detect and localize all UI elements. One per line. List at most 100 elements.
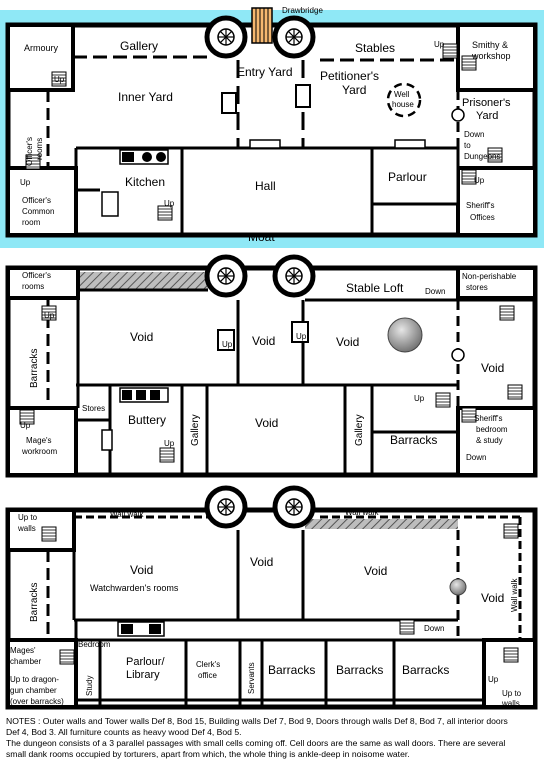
inner-yard-label: Inner Yard [118,90,173,104]
parlour-library-label-2: Library [126,669,160,681]
mages-chamber-label-2: chamber [10,657,41,666]
common-room [6,166,78,237]
sheriffs-offices-label-1: Sheriff's [466,201,495,210]
hall-door [249,139,281,149]
buttery-label: Buttery [128,413,166,427]
servants-label: Servants [247,662,256,694]
common-room-label-2: Common [22,207,54,216]
non-perishable-stores-room [456,266,537,300]
notes-line: The dungeon consists of a 3 parallel pas… [6,738,506,748]
smithy-label-2: workshop [471,51,511,61]
stores-label: Stores [82,404,105,413]
petitioners-yard-label-1: Petitioner's [320,69,379,83]
sheriffs-bedroom-label-1: Sheriff's [474,414,503,423]
non-perishable-label-1: Non-perishable [462,272,517,281]
wall-walk-label: Wall walk [110,510,144,519]
officers-rooms-label-2: rooms [35,138,44,160]
void-label: Void [364,564,387,578]
officers-rooms-label-2: rooms [22,282,44,291]
barracks-label: Barracks [29,583,40,622]
common-room-label-1: Officer's [22,196,51,205]
parlour-room [370,146,460,206]
void-label: Void [252,334,275,348]
wall-walk-label: Wall walk [345,508,379,517]
mages-workroom-label-2: workroom [21,447,57,456]
dungeons-label-3: Dungeons [464,152,500,161]
down-label: Down [425,287,445,296]
up-label: Up [488,675,499,684]
dragon-gun-label-3: (over barracks) [10,697,64,706]
officers-rooms-room [6,266,80,300]
parlour-label: Parlour [388,170,427,184]
drawbridge-icon [251,7,273,44]
stable-loft-label: Stable Loft [346,281,404,295]
well-house-label-1: Well [394,90,410,99]
gallery-label: Gallery [354,414,365,446]
tower-icon [207,488,245,526]
dungeons-label-1: Down [464,130,484,139]
down-label: Down [424,624,444,633]
barracks-label: Barracks [268,663,315,677]
void-label: Void [130,563,153,577]
up-to-walls-label-2: walls [501,699,520,708]
officers-rooms-label-1: Officer's [25,137,34,166]
mages-chamber-label-1: Mages' [10,646,36,655]
up-label: Up [414,394,425,403]
kitchen-oven [122,152,134,162]
sheriffs-bedroom-label-3: & study [476,436,503,445]
bedroom-label: Bedroom [78,640,111,649]
barracks-label: Barracks [390,433,437,447]
kitchen-table [101,191,119,217]
void-label: Void [336,335,359,349]
void-label: Void [481,361,504,375]
well-dome [449,578,467,596]
hall-label: Hall [255,179,276,193]
void-label: Void [250,555,273,569]
barracks-label: Barracks [402,663,449,677]
study-label: Study [85,676,94,696]
up-label: Up [44,311,55,320]
roof-grate [80,272,208,290]
stair-hatch [217,329,235,351]
stables-label: Stables [355,41,395,55]
kitchen-label: Kitchen [125,175,165,189]
tower-icon [275,488,313,526]
up-to-walls-label-1: Up to [18,513,38,522]
kitchen-pot [142,152,152,162]
up-to-walls-room [6,508,76,552]
void-label: Void [130,330,153,344]
non-perishable-label-2: stores [466,283,488,292]
tower-icon [275,18,313,56]
mages-workroom-label-1: Mage's [26,436,52,445]
second-interior-walls [46,515,522,707]
notes-line: NOTES : Outer walls and Tower walls Def … [6,716,508,726]
prisoners-yard-label-1: Prisoner's [462,97,511,109]
wall-walk-label: Wall walk [510,578,519,612]
gate-pillar [295,84,311,108]
stair-hatch [291,321,309,343]
prisoners-yard-column [451,108,465,122]
common-room-label-3: room [22,218,41,227]
roof-grate [305,519,458,529]
watchwardens-rooms-label: Watchwarden's rooms [90,583,179,593]
well-house-label-2: house [392,100,414,109]
mages-workroom-room [6,406,78,477]
up-label: Up [164,439,175,448]
tower-icon [207,257,245,295]
parlour-door [394,139,426,149]
clerks-office-label-2: office [198,671,218,680]
up-label: Up [474,176,485,185]
drawbridge-label: Drawbridge [282,6,323,15]
tower-icon [275,257,313,295]
clerks-office-label-1: Clerk's [196,660,220,669]
notes-line: Def 4, Bod 3. All furniture counts as he… [6,727,242,737]
parlour-library-label-1: Parlour/ [126,656,165,668]
first-floor-plan: Officer's rooms Stable Loft Down Non-per… [5,257,538,478]
dungeons-label-2: to [464,141,471,150]
entry-yard-label: Entry Yard [237,65,293,79]
first-floor-outline [5,265,538,478]
tower-icon [207,18,245,56]
up-to-walls-label-2: walls [17,524,36,533]
second-floor-outline [5,507,538,710]
